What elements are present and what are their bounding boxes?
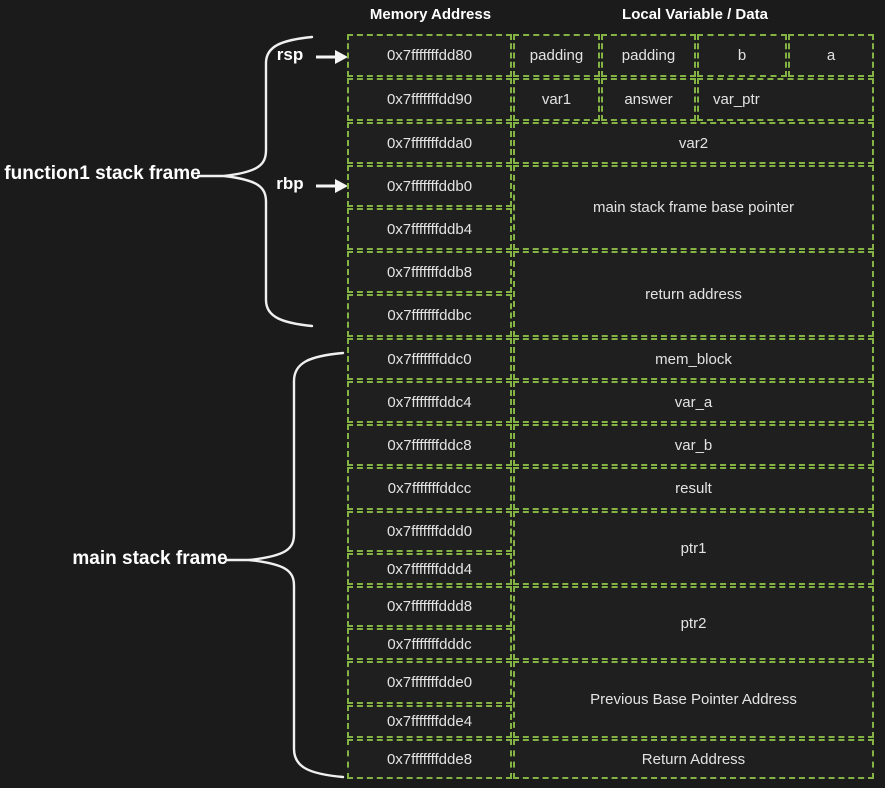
data-cell-b: b: [697, 34, 787, 77]
main-brace-icon: [224, 351, 345, 779]
address-cell-ddb0: 0x7fffffffddb0: [347, 165, 512, 207]
data-cell-ptr2: ptr2: [513, 586, 874, 660]
address-cell-dde0: 0x7fffffffdde0: [347, 661, 512, 704]
data-cell-return-address-main: Return Address: [513, 739, 874, 779]
data-cell-var1: var1: [513, 78, 600, 121]
address-cell-dde4: 0x7fffffffdde4: [347, 705, 512, 738]
data-cell-mem-block: mem_block: [513, 338, 874, 380]
rsp-arrow-icon: [316, 50, 348, 64]
address-cell-ddd4: 0x7fffffffddd4: [347, 553, 512, 585]
address-cell-ddcc: 0x7fffffffddcc: [347, 467, 512, 510]
data-cell-var-a: var_a: [513, 381, 874, 423]
data-cell-previous-base-pointer: Previous Base Pointer Address: [513, 661, 874, 738]
data-cell-var-b: var_b: [513, 424, 874, 466]
data-cell-answer: answer: [601, 78, 696, 121]
address-cell-ddd8: 0x7fffffffddd8: [347, 586, 512, 627]
data-cell-padding-1: padding: [513, 34, 600, 77]
rsp-register-label: rsp: [276, 45, 304, 64]
address-cell-ddc8: 0x7fffffffddc8: [347, 424, 512, 466]
memory-table: 0x7fffffffdd80 0x7fffffffdd90 0x7fffffff…: [347, 34, 874, 779]
address-cell-ddb4: 0x7fffffffddb4: [347, 208, 512, 250]
address-cell-ddc0: 0x7fffffffddc0: [347, 338, 512, 380]
column-header-memory-address: Memory Address: [369, 6, 492, 23]
address-cell-ddc4: 0x7fffffffddc4: [347, 381, 512, 423]
data-cell-ptr1: ptr1: [513, 511, 874, 585]
column-header-local-variable: Local Variable / Data: [622, 6, 768, 23]
function1-stack-frame-label: function1 stack frame: [4, 163, 201, 184]
data-cell-var-ptr: var_ptr: [697, 78, 874, 121]
rbp-arrow-icon: [316, 179, 348, 193]
data-cell-a: a: [788, 34, 874, 77]
address-cell-dde8: 0x7fffffffdde8: [347, 739, 512, 779]
address-cell-dd90: 0x7fffffffdd90: [347, 78, 512, 121]
data-cell-var2: var2: [513, 122, 874, 164]
address-cell-dddc: 0x7fffffffdddc: [347, 628, 512, 660]
data-cell-return-address-function1: return address: [513, 251, 874, 337]
address-cell-ddbc: 0x7fffffffddbc: [347, 294, 512, 337]
address-cell-dd80: 0x7fffffffdd80: [347, 34, 512, 77]
data-cell-padding-2: padding: [601, 34, 696, 77]
data-cell-main-base-pointer: main stack frame base pointer: [513, 165, 874, 250]
address-cell-dda0: 0x7fffffffdda0: [347, 122, 512, 164]
address-cell-ddd0: 0x7fffffffddd0: [347, 511, 512, 552]
main-stack-frame-label: main stack frame: [72, 548, 228, 569]
rbp-register-label: rbp: [276, 174, 304, 193]
data-cell-result: result: [513, 467, 874, 510]
address-cell-ddb8: 0x7fffffffddb8: [347, 251, 512, 293]
